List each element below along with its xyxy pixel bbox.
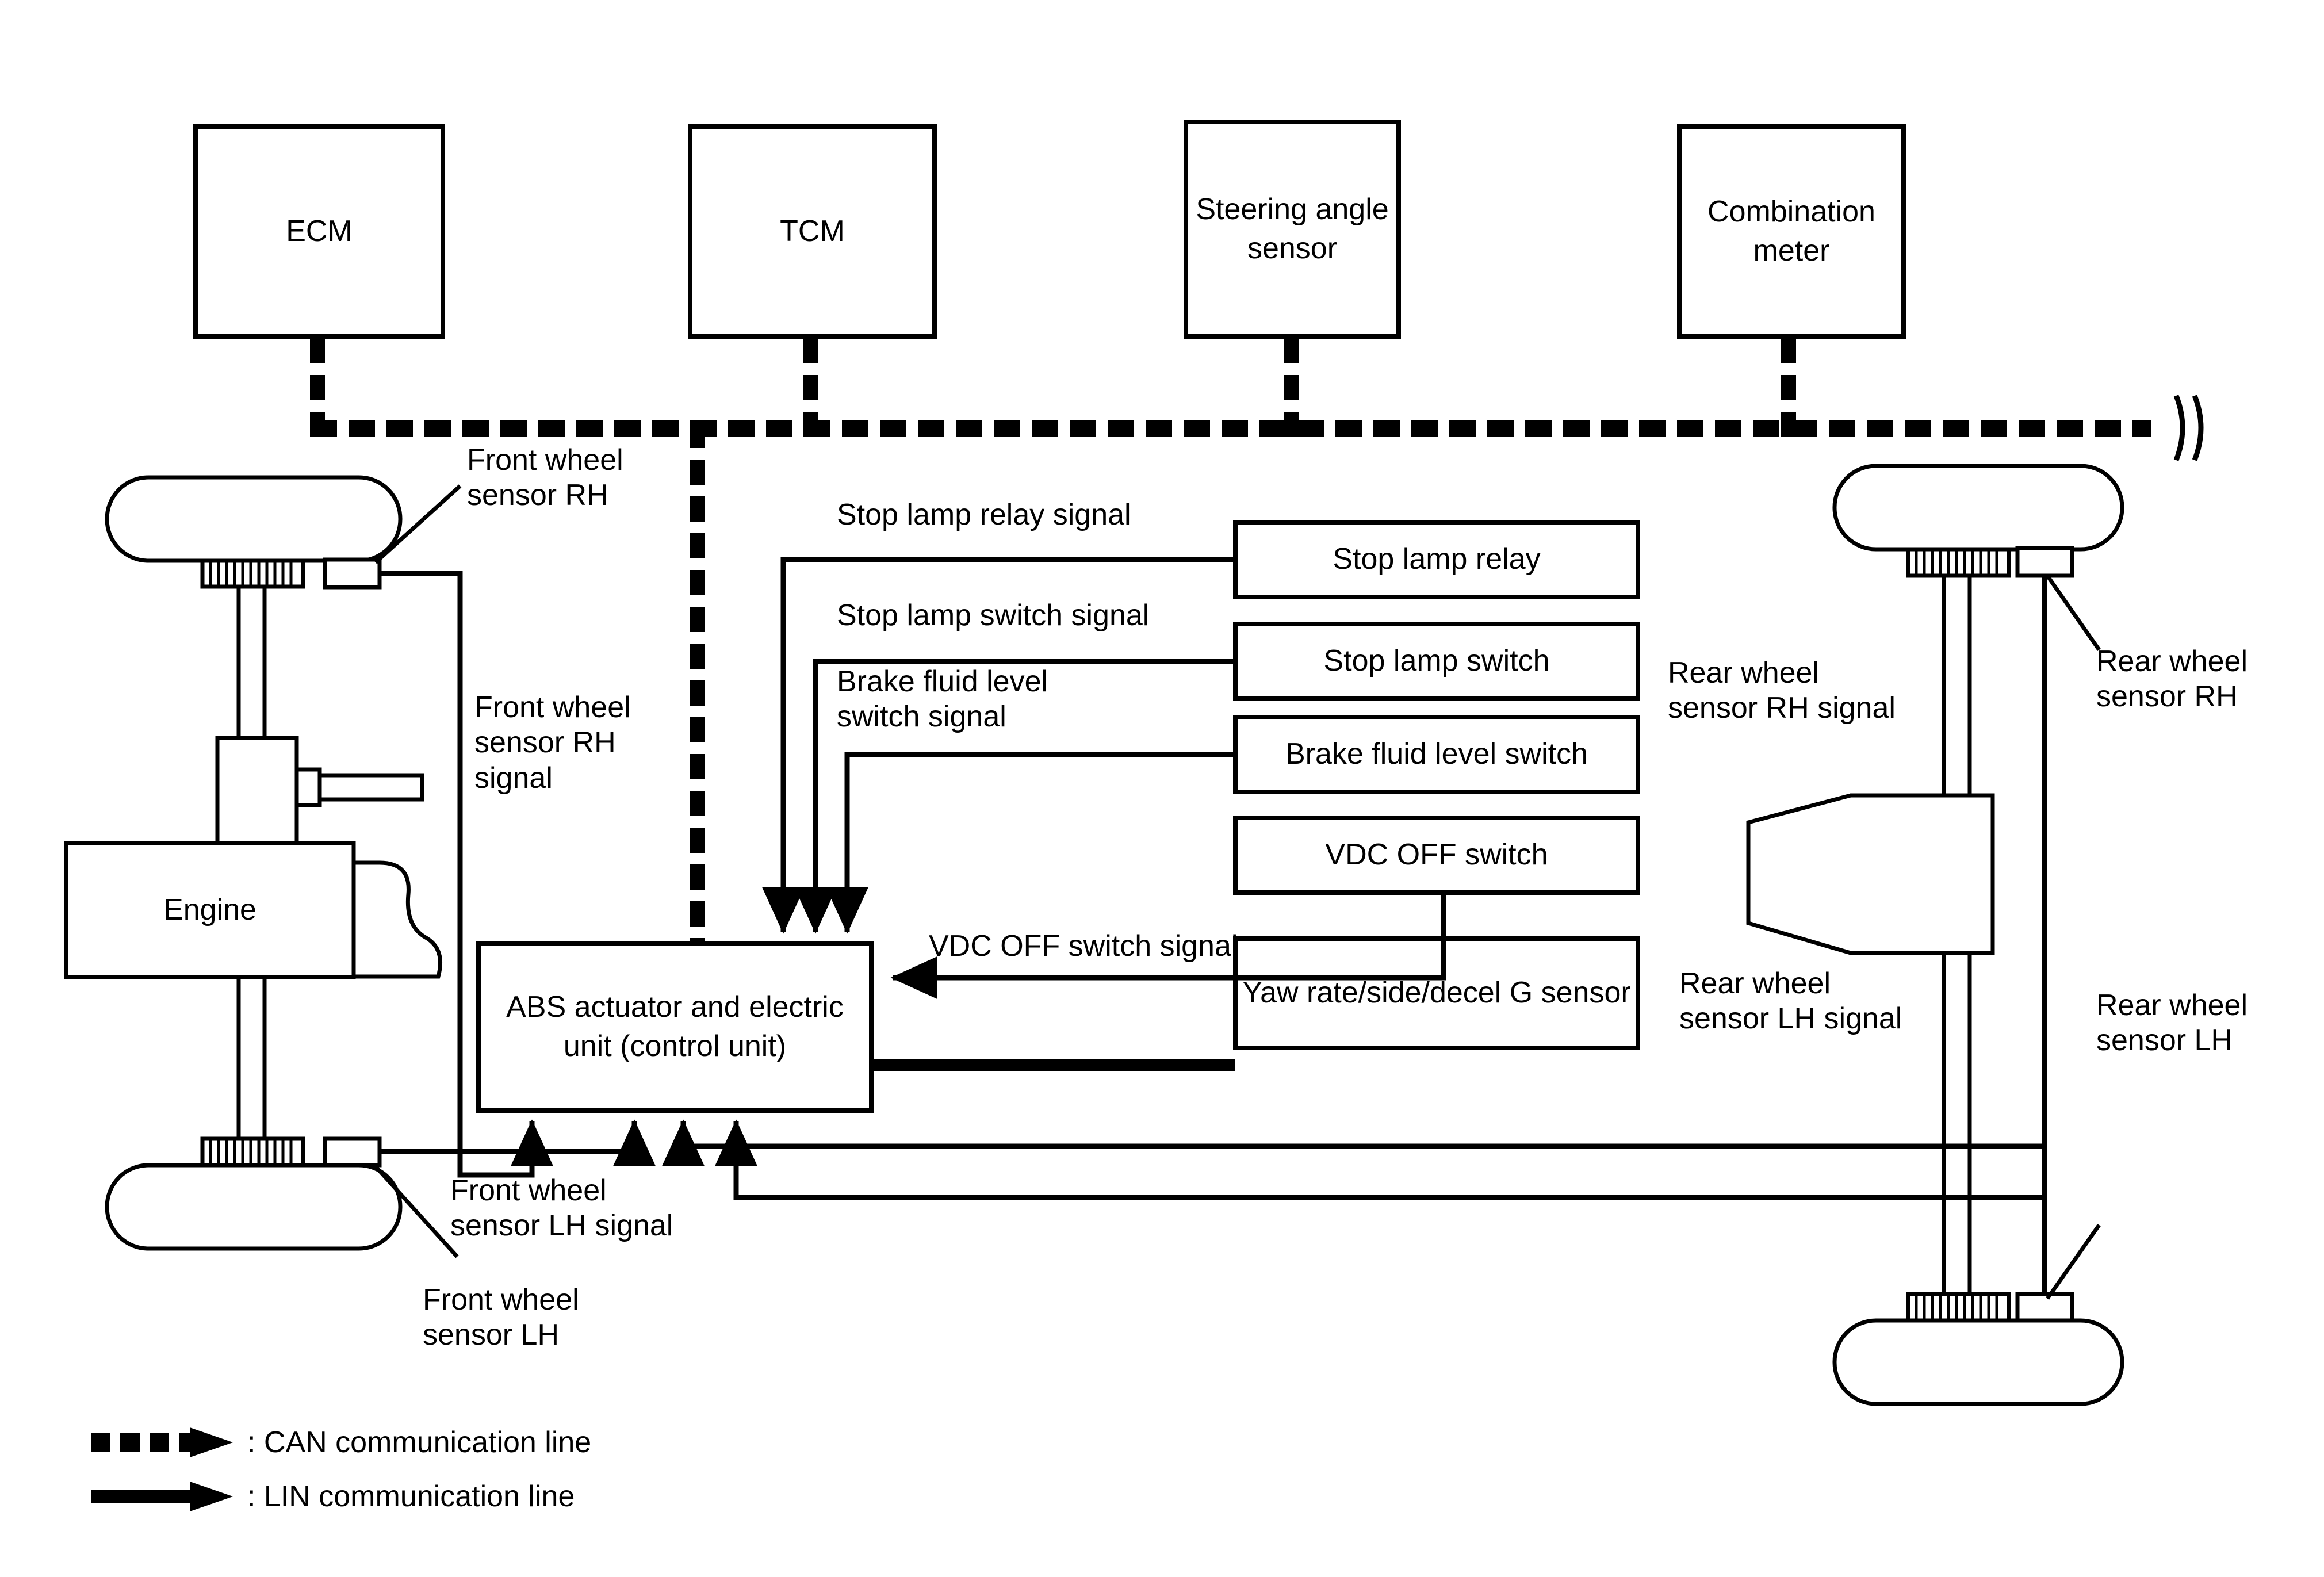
rear-differential [1746, 793, 1995, 955]
route-front-wheel-lh-signal [380, 1119, 656, 1166]
rear-wheel-lh-assembly [1832, 953, 2124, 1406]
front-wheel-rh-tire [105, 475, 403, 563]
signal-label-brake-fluid-level-switch: Brake fluid level switch signal [837, 665, 1048, 734]
rear-wheel-rh-tire [1832, 464, 2124, 552]
rear-wheel-rh-leader [2046, 574, 2101, 652]
can-break-symbol [2173, 395, 2204, 461]
box-brake-fluid-level-switch[interactable] [1233, 715, 1640, 794]
box-control-unit[interactable] [476, 941, 874, 1113]
box-stop-lamp-relay[interactable] [1233, 520, 1640, 599]
front-wheel-lh-assembly [105, 977, 459, 1258]
route-stop-lamp-switch-signal [794, 659, 1235, 934]
box-tcm[interactable] [688, 124, 937, 339]
rear-differential-body [1746, 793, 1995, 955]
label-front-wheel-sensor-rh-signal: Front wheel sensor RH signal [474, 691, 631, 795]
label-front-wheel-sensor-rh: Front wheel sensor RH [467, 443, 623, 512]
label-front-wheel-sensor-lh-signal: Front wheel sensor LH signal [450, 1174, 673, 1243]
front-wheel-lh-leader [373, 1163, 459, 1258]
front-wheel-lh-sensor-body [323, 1136, 382, 1168]
box-steering-angle-sensor[interactable] [1184, 120, 1401, 339]
front-wheel-lh-tire [105, 1163, 403, 1251]
legend-group [91, 1427, 233, 1511]
engine-break-curve [354, 860, 442, 979]
label-rear-wheel-sensor-lh-signal: Rear wheel sensor LH signal [1679, 967, 1902, 1036]
rear-wheel-rh-sensor-body [2015, 546, 2074, 578]
legend-can-arrowhead [190, 1427, 233, 1457]
box-vdc-off-switch[interactable] [1233, 816, 1640, 895]
signal-label-stop-lamp-relay: Stop lamp relay signal [837, 498, 1131, 531]
front-wheel-rh-assembly [105, 475, 462, 738]
transmission-assembly [215, 736, 424, 845]
rear-wheel-rh-assembly [1832, 464, 2124, 852]
legend-label-can: : CAN communication line [247, 1426, 592, 1459]
route-rear-wheel-lh-signal [662, 1119, 2047, 1294]
box-combination-meter[interactable] [1677, 124, 1906, 339]
label-rear-wheel-sensor-lh: Rear wheel sensor LH [2096, 989, 2248, 1058]
label-rear-wheel-sensor-rh-signal: Rear wheel sensor RH signal [1668, 656, 1896, 725]
propeller-shaft [317, 773, 424, 802]
box-ecm[interactable] [193, 124, 445, 339]
route-front-wheel-rh-signal [380, 571, 553, 1178]
route-rear-wheel-rh-signal [715, 576, 2047, 1200]
rear-wheel-lh-sensor-body [2015, 1292, 2074, 1323]
box-yaw-rate-sensor[interactable] [1233, 936, 1640, 1050]
transmission-body [215, 736, 299, 845]
front-wheel-rh-sensor-body [323, 557, 382, 590]
legend-lin-arrowhead [190, 1482, 233, 1511]
rear-wheel-lh-tire [1832, 1318, 2124, 1406]
label-rear-wheel-sensor-rh: Rear wheel sensor RH [2096, 645, 2248, 714]
route-vdc-off-switch-signal [890, 893, 1446, 999]
can-bus-group [310, 338, 2204, 946]
route-stop-lamp-relay-signal [762, 557, 1235, 934]
front-wheel-rh-leader [374, 484, 462, 564]
label-front-wheel-sensor-lh: Front wheel sensor LH [423, 1283, 579, 1352]
box-stop-lamp-switch[interactable] [1233, 622, 1640, 701]
signal-label-vdc-off-switch: VDC OFF switch signal [929, 929, 1238, 963]
rear-wheel-lh-leader [2046, 1223, 2101, 1300]
transmission-output [294, 767, 322, 807]
switch-signal-routes [762, 557, 1235, 934]
legend-label-lin: : LIN communication line [247, 1480, 575, 1513]
signal-label-stop-lamp-switch: Stop lamp switch signal [837, 599, 1150, 632]
route-brake-fluid-level-switch-signal [826, 752, 1235, 934]
box-engine[interactable] [64, 841, 356, 979]
